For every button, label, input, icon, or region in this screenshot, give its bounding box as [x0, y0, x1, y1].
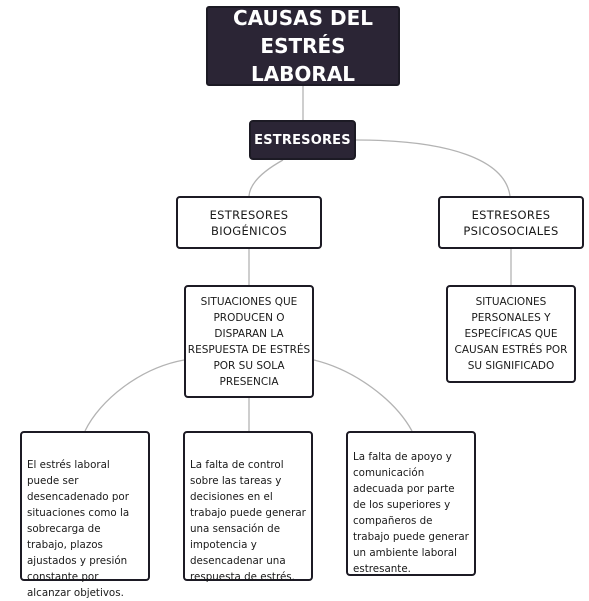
example-node-workload: El estrés laboral puede ser desencadenad…	[20, 431, 150, 599]
example-node-lack-of-support: La falta de apoyo y comunicación adecuad…	[346, 431, 476, 576]
connector-situations-to-example-1	[84, 359, 185, 432]
biogenic-stressors-node: ESTRESORES BIOGÉNICOS	[176, 196, 322, 249]
psychosocial-stressors-node: ESTRESORES PSICOSOCIALES	[438, 196, 584, 249]
biogenic-definition-node: SITUACIONES QUE PRODUCEN O DISPARAN LA R…	[184, 285, 314, 398]
connector-stressors-to-psychosocial	[355, 139, 511, 197]
connector-stressors-to-biogenic	[248, 159, 284, 197]
stressors-node: ESTRESORES	[249, 120, 356, 160]
psychosocial-definition-node: SITUACIONES PERSONALES Y ESPECÍFICAS QUE…	[446, 285, 576, 383]
diagram-title: CAUSAS DEL ESTRÉS LABORAL	[206, 6, 400, 86]
connector-situations-to-example-3	[313, 359, 413, 432]
example-node-lack-of-control: La falta de control sobre las tareas y d…	[183, 431, 313, 583]
